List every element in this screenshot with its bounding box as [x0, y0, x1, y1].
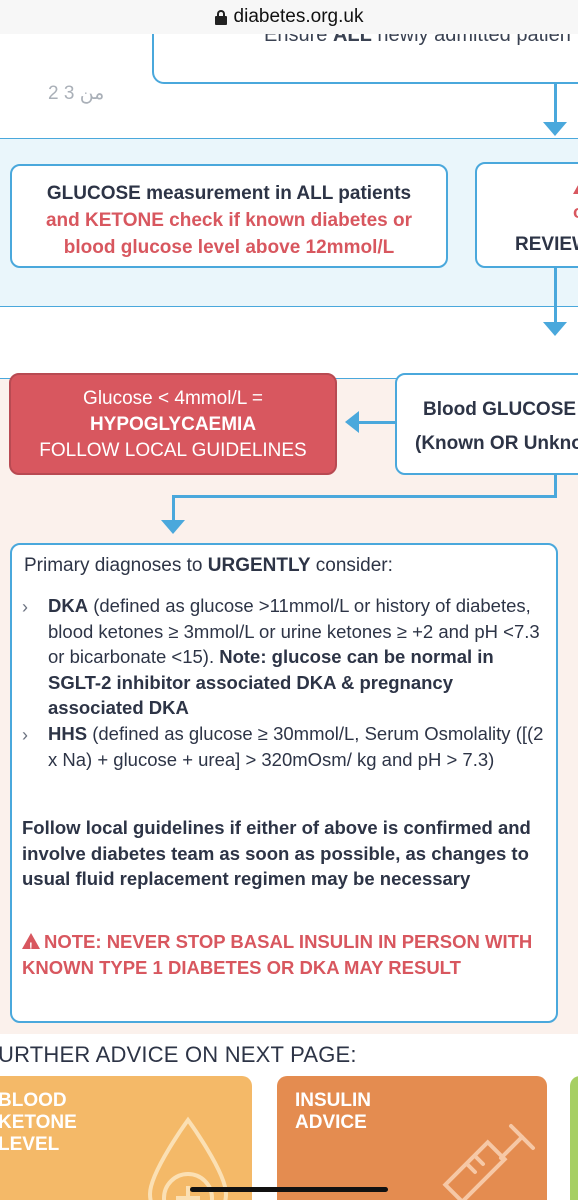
arrow-down-icon	[161, 520, 185, 534]
hypoglycaemia-box: Glucose < 4mmol/L = HYPOGLYCAEMIA FOLLOW…	[9, 373, 337, 475]
review-o: o	[573, 202, 578, 223]
warning-icon	[573, 178, 578, 194]
chevron-right-icon: ›	[22, 597, 28, 617]
lock-icon	[214, 9, 227, 25]
ketone-line-3: LEVEL	[0, 1134, 60, 1155]
hypo-line-3: FOLLOW LOCAL GUIDELINES	[39, 440, 307, 461]
arrow-down-icon	[543, 322, 567, 336]
document-page: Ensure ALL newly admitted patien 2 من 3 …	[0, 34, 578, 1200]
hypo-line-1: Glucose < 4mmol/L =	[83, 388, 263, 409]
dka-item: DKA (defined as glucose >11mmol/L or his…	[48, 595, 540, 718]
url-text[interactable]: diabetes.org.uk	[233, 6, 364, 27]
glucose-measurement-box: GLUCOSE measurement in ALL patients and …	[10, 164, 448, 268]
glucose-line-2a: and KETONE check	[45, 210, 229, 231]
browser-url-bar[interactable]: diabetes.org.uk	[0, 0, 578, 34]
review-label: REVIEW	[515, 234, 578, 255]
hhs-item: HHS (defined as glucose ≥ 30mmol/L, Seru…	[48, 723, 544, 770]
chevron-right-icon: ›	[22, 725, 28, 745]
ketone-line-2: KETONE	[0, 1112, 77, 1133]
next-card[interactable]	[570, 1076, 578, 1200]
review-box: o REVIEW	[475, 162, 578, 268]
blood-glucose-box: Blood GLUCOSE (Known OR Unkno	[395, 373, 578, 475]
insulin-line-2: ADVICE	[295, 1112, 367, 1133]
home-indicator[interactable]	[190, 1187, 388, 1192]
admission-box: Ensure ALL newly admitted patien	[152, 34, 578, 84]
diagnoses-intro: Primary diagnoses to URGENTLY consider:	[24, 555, 393, 576]
arrow-left-icon	[345, 411, 359, 433]
primary-diagnoses-box: Primary diagnoses to URGENTLY consider: …	[10, 543, 558, 1023]
admission-text: Ensure ALL newly admitted patien	[264, 34, 571, 46]
hypo-line-2: HYPOGLYCAEMIA	[89, 414, 257, 435]
page-number: 2 من 3	[48, 83, 105, 104]
further-advice-heading: URTHER ADVICE ON NEXT PAGE:	[0, 1042, 357, 1067]
warning-icon	[22, 933, 40, 961]
glucose-line-3: blood glucose level above 12mmol/L	[63, 237, 395, 258]
blood-ketone-card[interactable]: BLOOD KETONE LEVEL	[0, 1076, 252, 1200]
insulin-advice-card[interactable]: INSULIN ADVICE	[277, 1076, 547, 1200]
blood-glucose-line-1: Blood GLUCOSE	[423, 399, 577, 420]
ketone-line-1: BLOOD	[0, 1090, 67, 1111]
blood-glucose-line-2: (Known OR Unkno	[415, 433, 578, 454]
arrow-down-icon	[543, 122, 567, 136]
insulin-line-1: INSULIN	[295, 1090, 371, 1111]
blood-drop-icon	[147, 1116, 229, 1200]
glucose-line-2b: if known diabetes or	[228, 210, 413, 231]
basal-insulin-warning: NOTE: NEVER STOP BASAL INSULIN IN PERSON…	[22, 929, 552, 980]
follow-guidelines-text: Follow local guidelines if either of abo…	[22, 817, 531, 889]
glucose-line-1: GLUCOSE measurement in ALL patients	[46, 183, 412, 204]
syringe-icon	[442, 1124, 535, 1200]
